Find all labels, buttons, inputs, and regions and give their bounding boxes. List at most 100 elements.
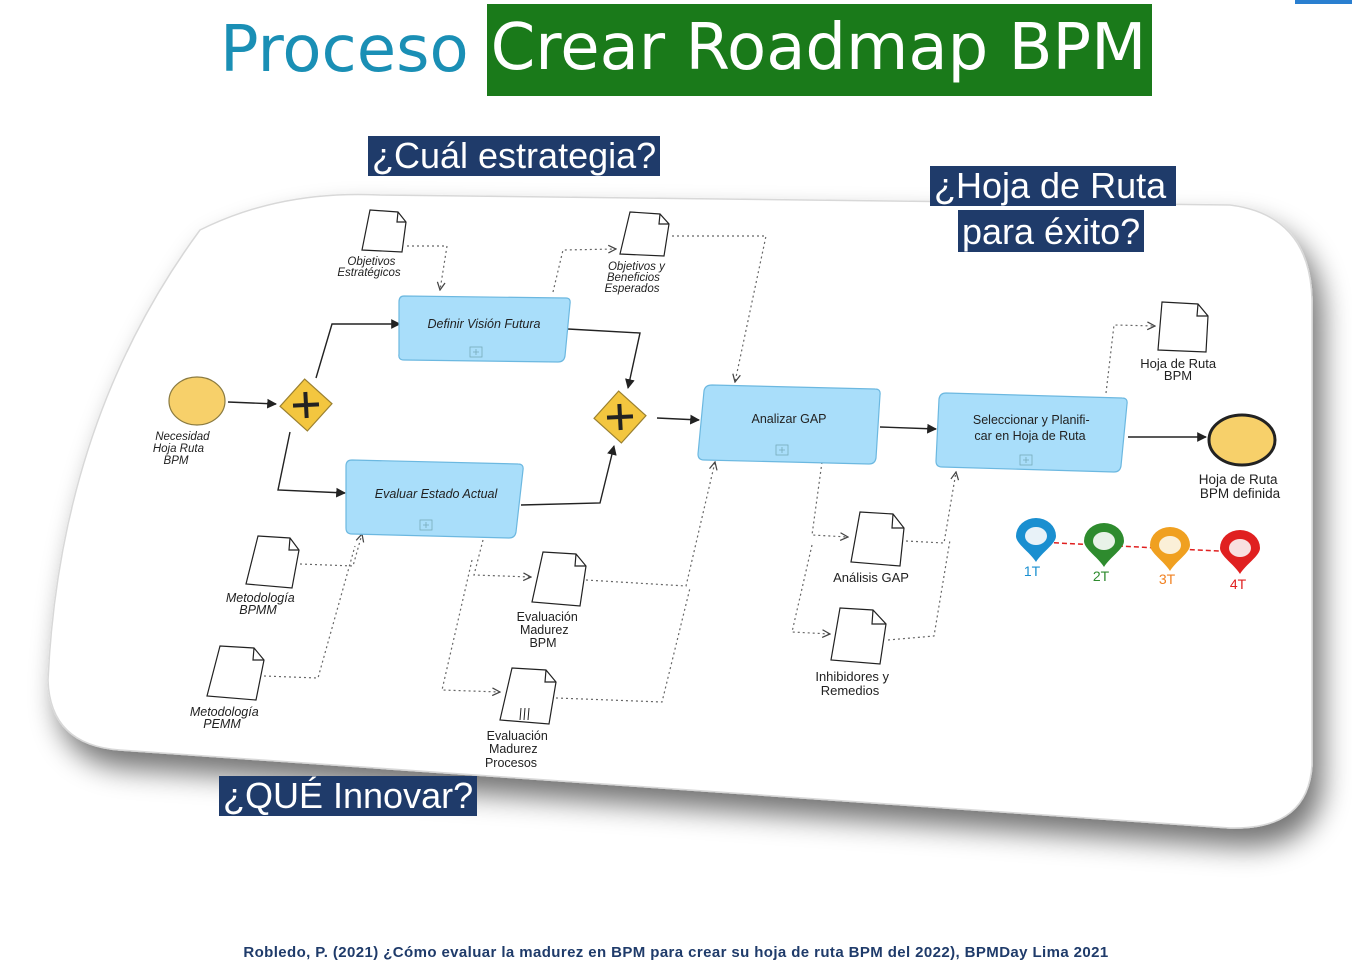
assoc-bpmm-evaluar	[299, 534, 362, 567]
timeline-label-1t: 1T	[1024, 563, 1041, 579]
assoc-evalbpm-analizar	[585, 462, 715, 587]
svg-text:Hoja de Ruta BPM definid: Hoja de Ruta BPM definida	[1199, 472, 1282, 501]
svg-text:Objetivos Estratégicos: Objetivos Estratégicos	[337, 256, 401, 279]
svg-text:Inhibidores y Remedios: Inhibidores y Remedios	[815, 669, 892, 698]
assoc-pemm-evaluar	[263, 545, 356, 679]
flow-join-analizar	[656, 414, 700, 425]
task-analizar-gap: Analizar GAP	[697, 384, 881, 465]
document-label-line: PEMM	[203, 717, 241, 731]
timeline-label-2t: 2T	[1093, 568, 1110, 584]
page-title: Proceso Crear Roadmap BPM	[220, 4, 1153, 96]
document-label-line: Análisis GAP	[833, 570, 909, 585]
task-label-line: Analizar GAP	[751, 412, 826, 426]
svg-text:Necesidad Hoja Ruta: Necesidad Hoja Ruta BPM	[153, 431, 213, 467]
task-definir-vision: Definir Visión Futura	[398, 295, 571, 363]
document-evaluacion-madurez-bpm: Evaluación Madurez BPM	[517, 551, 587, 650]
question-roadmap-line2: para éxito?	[962, 211, 1141, 252]
document-label-line: BPM	[1164, 368, 1192, 383]
title-part-proceso: Proceso	[220, 13, 469, 87]
question-roadmap-line1: ¿Hoja de Ruta	[934, 165, 1167, 206]
flow-definir-join	[567, 328, 641, 389]
document-hoja-ruta-bpm: Hoja de Ruta BPM	[1140, 301, 1220, 383]
corner-accent-bar	[1295, 0, 1352, 4]
question-roadmap-2: para éxito?	[958, 210, 1145, 252]
end-label-line: Hoja de Ruta	[1199, 472, 1278, 487]
svg-text:Objetivos y Beneficios: Objetivos y Beneficios Esperados	[605, 261, 669, 295]
question-strategy-text: ¿Cuál estrategia?	[372, 135, 657, 176]
start-label-line: BPM	[164, 455, 189, 467]
end-event: Hoja de Ruta BPM definida	[1199, 413, 1282, 501]
assoc-objetivos-definir	[407, 245, 448, 290]
task-label: Analizar GAP	[751, 412, 826, 426]
document-label-line: Estratégicos	[337, 267, 401, 279]
timeline-marker-3t	[1150, 527, 1190, 571]
document-metodologia-bpmm: Metodología BPMM	[226, 535, 300, 617]
diagram-card	[47, 193, 1313, 829]
task-label: Evaluar Estado Actual	[375, 487, 499, 501]
document-objetivos-beneficios: Objetivos y Beneficios Esperados	[605, 211, 670, 295]
document-label-line: Esperados	[605, 283, 660, 295]
question-roadmap: ¿Hoja de Ruta	[930, 165, 1177, 206]
document-label-line: BPM	[529, 636, 556, 650]
task-label-line: Seleccionar y Planifi-	[973, 413, 1090, 427]
question-innovate-text: ¿QUÉ Innovar?	[223, 775, 474, 816]
document-inhibidores-remedios: Inhibidores y Remedios	[815, 607, 892, 698]
document-metodologia-pemm: Metodología PEMM	[190, 645, 265, 731]
assoc-objetivos-beneficios-analizar	[672, 235, 767, 382]
task-label: Seleccionar y Planifi- car en Hoja de Ru…	[973, 413, 1093, 443]
document-analisis-gap: Análisis GAP	[833, 511, 909, 585]
flow-start-gateway	[227, 398, 277, 409]
document-label-line: Metodología	[226, 591, 295, 605]
timeline-marker-1t	[1016, 518, 1056, 562]
timeline: 1T 2T 3T 4T	[1016, 518, 1260, 592]
document-evaluacion-madurez-procesos: Evaluación Madurez Procesos	[485, 667, 557, 770]
document-label-line: Remedios	[821, 683, 880, 698]
svg-text:Evaluación Madurez: Evaluación Madurez BPM	[517, 610, 582, 650]
document-label-line: Evaluación	[517, 610, 578, 624]
task-label-line: Evaluar Estado Actual	[375, 487, 499, 501]
flow-gateway-evaluar	[277, 431, 346, 498]
flow-gateway-definir	[315, 319, 401, 379]
assoc-inhibidores-seleccionar	[887, 539, 951, 641]
parallel-gateway-join	[593, 390, 647, 444]
document-label-line: Metodología	[190, 705, 259, 719]
document-label-line: Objetivos	[347, 256, 395, 268]
task-label-line: car en Hoja de Ruta	[974, 429, 1085, 443]
svg-text:Metodología BPMM: Metodología BPMM	[226, 591, 298, 617]
task-seleccionar-planificar: Seleccionar y Planifi- car en Hoja de Ru…	[935, 392, 1128, 473]
document-label-line: Madurez	[520, 623, 569, 637]
question-strategy: ¿Cuál estrategia?	[368, 135, 661, 176]
task-label-line: Definir Visión Futura	[427, 317, 540, 331]
timeline-label-4t: 4T	[1230, 576, 1247, 592]
end-label-line: BPM definida	[1200, 486, 1281, 501]
document-label-line: BPMM	[239, 603, 277, 617]
timeline-marker-4t	[1220, 530, 1260, 574]
question-innovate: ¿QUÉ Innovar?	[219, 775, 478, 816]
title-part-roadmap: Crear Roadmap BPM	[486, 4, 1153, 96]
document-label-line: Procesos	[485, 756, 537, 770]
task-label: Definir Visión Futura	[427, 317, 540, 331]
document-objetivos-estrategicos: Objetivos Estratégicos	[337, 209, 407, 279]
citation: Robledo, P. (2021) ¿Cómo evaluar la madu…	[243, 944, 1109, 961]
assoc-evalprocesos-analizar	[555, 587, 691, 703]
document-label-line: Beneficios	[607, 272, 660, 284]
start-label-line: Hoja Ruta	[153, 443, 204, 455]
svg-text:Metodología PEMM: Metodología PEMM	[190, 705, 262, 731]
task-evaluar-estado: Evaluar Estado Actual	[345, 459, 524, 539]
document-label-line: Hoja de Ruta	[1140, 356, 1217, 371]
svg-text:Evaluación Madurez: Evaluación Madurez Procesos	[485, 729, 551, 770]
document-label-line: Objetivos y	[608, 261, 666, 273]
start-event: Necesidad Hoja Ruta BPM	[153, 376, 226, 467]
document-label-line: Evaluación	[487, 729, 548, 743]
timeline-connector	[1037, 541, 1239, 553]
flow-evaluar-join	[520, 445, 617, 506]
assoc-evaluar-evalbpm	[473, 539, 531, 577]
svg-text:Hoja de Ruta BPM: Hoja de Ruta BPM	[1140, 356, 1220, 383]
assoc-analisisgap-seleccionar	[905, 472, 956, 544]
parallel-gateway-split	[279, 378, 333, 432]
document-label-line: Madurez	[489, 742, 538, 756]
timeline-label-3t: 3T	[1159, 571, 1176, 587]
start-label-line: Necesidad	[155, 431, 210, 443]
flow-analizar-seleccionar	[879, 423, 937, 434]
